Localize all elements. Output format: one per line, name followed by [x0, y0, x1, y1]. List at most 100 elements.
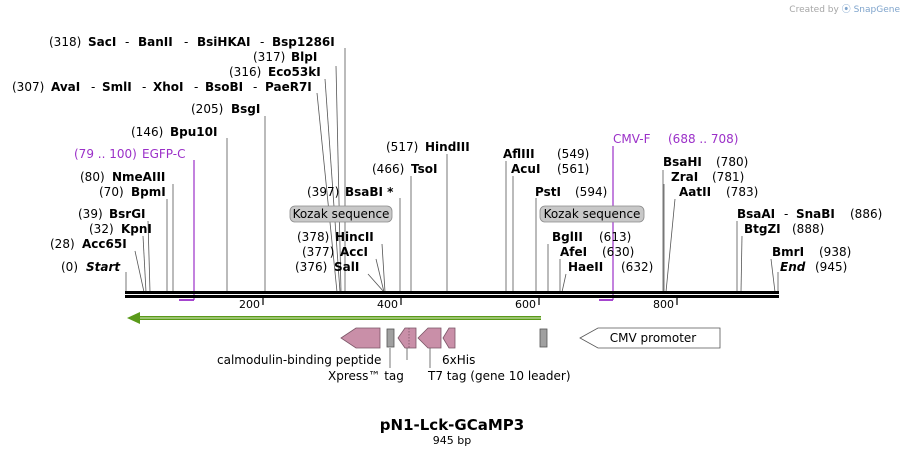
- primer-labels: (79 .. 100) EGFP-C CMV-F (688 .. 708): [74, 132, 738, 161]
- site-name: Acc65I: [82, 237, 127, 251]
- feature-connectors: [389, 348, 431, 368]
- his-tag-feature: [397, 327, 417, 349]
- site-name: HincII: [335, 230, 374, 244]
- site-group-377: (377) AccI: [302, 245, 368, 259]
- site-position: (28): [50, 237, 75, 251]
- site-name: BtgZI: [744, 222, 781, 236]
- site-group-39: (39) BsrGI: [78, 207, 146, 221]
- site-name: XhoI: [153, 80, 184, 94]
- separator: -: [784, 207, 788, 221]
- site-name: BsiHKAI: [197, 35, 251, 49]
- site-position: (549): [557, 147, 589, 161]
- site-position: (205): [191, 102, 223, 116]
- site-group-466: (466) TsoI: [372, 162, 437, 176]
- site-name: SalI: [334, 260, 359, 274]
- site-position: (80): [80, 170, 105, 184]
- site-name: AfeI: [560, 245, 587, 259]
- site-name: AccI: [340, 245, 368, 259]
- site-position: (307): [12, 80, 44, 94]
- kozak-box-feature: [539, 328, 548, 348]
- separator: -: [125, 35, 129, 49]
- site-position: (613): [599, 230, 631, 244]
- snapgene-credit: Created by ⦿ SnapGene: [789, 2, 900, 15]
- site-position: (594): [575, 185, 607, 199]
- kozak-sequence-1: Kozak sequence: [289, 205, 393, 223]
- site-position: (316): [229, 65, 261, 79]
- his-label: 6xHis: [442, 353, 475, 367]
- site-position: (32): [89, 222, 114, 236]
- site-name: BsgI: [231, 102, 260, 116]
- axis-ticks: [262, 298, 678, 305]
- site-name: NmeAIII: [112, 170, 165, 184]
- site-group-28: (28) Acc65I: [50, 237, 127, 251]
- site-position: (397): [307, 185, 339, 199]
- site-position: (146): [131, 125, 163, 139]
- site-group-613: BglII (613): [552, 230, 631, 244]
- feature-labels: calmodulin-binding peptide Xpress™ tag 6…: [217, 353, 571, 383]
- site-group-start: (0) Start: [61, 260, 121, 274]
- site-group-781: ZraI (781): [671, 170, 744, 184]
- site-group-307: (307) AvaI - SmlI - XhoI - BsoBI - PaeR7…: [12, 80, 312, 94]
- site-name: AflIII: [503, 147, 535, 161]
- site-group-630: AfeI (630): [560, 245, 634, 259]
- site-group-886: BsaAI - SnaBI (886): [737, 207, 882, 221]
- site-position: (888): [792, 222, 824, 236]
- site-position: (376): [295, 260, 327, 274]
- site-position: (632): [621, 260, 653, 274]
- site-name: BglII: [552, 230, 583, 244]
- calmodulin-binding-peptide-feature: [340, 327, 381, 349]
- site-group-end: End (945): [780, 260, 847, 274]
- tick-label: 800: [653, 298, 674, 311]
- credit-brand: SnapGene: [853, 5, 900, 15]
- site-position: (781): [712, 170, 744, 184]
- site-name: BsaBI *: [345, 185, 394, 199]
- plasmid-title: pN1-Lck-GCaMP3: [379, 416, 525, 434]
- tick-label: 600: [515, 298, 536, 311]
- separator: -: [142, 80, 146, 94]
- site-position: (561): [557, 162, 589, 176]
- site-name: KpnI: [121, 222, 152, 236]
- site-name: SacI: [88, 35, 116, 49]
- tick-label: 200: [239, 298, 260, 311]
- site-position: (377): [302, 245, 334, 259]
- site-position: (39): [78, 207, 103, 221]
- separator: -: [260, 35, 264, 49]
- site-name: BlpI: [291, 50, 317, 64]
- site-group-316: (316) Eco53kI: [229, 65, 321, 79]
- site-name: ZraI: [671, 170, 698, 184]
- site-position: (0): [61, 260, 78, 274]
- site-group-378: (378) HincII: [297, 230, 374, 244]
- site-name: BsoBI: [205, 80, 243, 94]
- kozak-label: Kozak sequence: [293, 207, 390, 221]
- site-position: (378): [297, 230, 329, 244]
- sequence-backbone: [125, 291, 779, 298]
- site-position: (517): [386, 140, 418, 154]
- site-name: BsaAI: [737, 207, 775, 221]
- site-position: (938): [819, 245, 851, 259]
- credit-prefix: Created by: [789, 5, 839, 15]
- kozak-sequence-2: Kozak sequence: [539, 205, 645, 223]
- site-name: AcuI: [511, 162, 540, 176]
- separator: -: [91, 80, 95, 94]
- site-group-517: (517) HindIII: [386, 140, 470, 154]
- site-group-80: (80) NmeAIII: [80, 170, 165, 184]
- site-position: (70): [99, 185, 124, 199]
- site-name: AatII: [679, 185, 711, 199]
- site-name: HaeII: [568, 260, 603, 274]
- site-group-32: (32) KpnI: [89, 222, 152, 236]
- t7-tag-feature: [417, 327, 442, 349]
- site-group-318: (318) SacI - BanII - BsiHKAI - Bsp1286I: [49, 35, 335, 49]
- site-position: (630): [602, 245, 634, 259]
- site-position: (886): [850, 207, 882, 221]
- site-name: PaeR7I: [265, 80, 312, 94]
- site-name: Start: [86, 260, 121, 274]
- site-group-594: PstI (594): [535, 185, 607, 199]
- primer-name: EGFP-C: [142, 147, 185, 161]
- site-name: BmrI: [772, 245, 804, 259]
- site-name: SnaBI: [796, 207, 835, 221]
- site-group-146: (146) Bpu10I: [131, 125, 217, 139]
- site-name: BsrGI: [109, 207, 146, 221]
- site-group-549: AflIII (549): [503, 147, 589, 161]
- site-group-205: (205) BsgI: [191, 102, 260, 116]
- site-position: (783): [726, 185, 758, 199]
